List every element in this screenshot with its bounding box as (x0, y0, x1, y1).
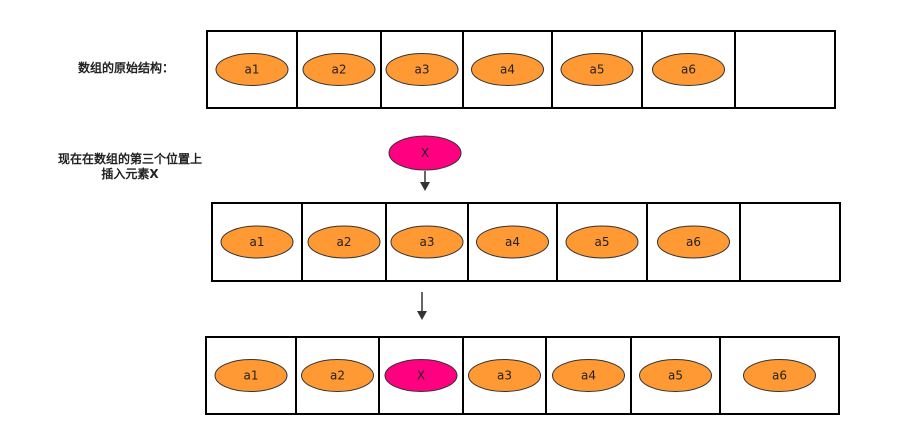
insert-element-node (388, 135, 462, 171)
element-node (565, 225, 639, 259)
element-label: a4 (505, 235, 520, 249)
element-node (302, 53, 376, 86)
label-insert-line-2: 插入元素X (101, 167, 159, 181)
element-label: a2 (332, 63, 347, 77)
array-row-2 (211, 202, 841, 282)
element-node (471, 53, 544, 86)
element-label: a4 (500, 63, 515, 77)
element-label: a5 (668, 369, 683, 383)
arrow-down-2-head (417, 311, 427, 320)
element-node (468, 359, 541, 392)
element-label: a2 (337, 235, 352, 249)
element-label: a3 (415, 63, 430, 77)
element-label: a3 (420, 235, 435, 249)
array-row-3 (205, 336, 840, 415)
element-label: a5 (595, 235, 610, 249)
element-label: a4 (581, 369, 596, 383)
element-node (743, 359, 816, 392)
element-label: a6 (772, 369, 787, 383)
element-label: a6 (681, 63, 696, 77)
element-node (476, 225, 549, 259)
element-label: a1 (250, 235, 265, 249)
element-node (385, 53, 459, 86)
element-label: a5 (590, 63, 605, 77)
array-row-1 (206, 30, 836, 109)
element-node (215, 53, 289, 86)
insert-element-label: X (421, 146, 429, 160)
element-label: a6 (686, 235, 701, 249)
element-node (301, 359, 374, 392)
element-node (220, 225, 294, 259)
element-node (384, 359, 458, 392)
element-node (307, 225, 381, 259)
element-label: a1 (245, 63, 260, 77)
element-node (214, 359, 288, 392)
element-node (552, 359, 625, 392)
element-label: X (417, 369, 425, 383)
element-node (390, 225, 464, 259)
element-node (652, 53, 725, 86)
arrow-down-1-head (420, 182, 430, 191)
element-label: a1 (244, 369, 259, 383)
label-insert-line-1: 现在在数组的第三个位置上 (57, 152, 202, 166)
element-label: a2 (330, 369, 345, 383)
element-node (560, 53, 634, 86)
label-original-structure: 数组的原始结构： (77, 61, 174, 75)
element-node (657, 225, 730, 259)
element-label: a3 (497, 369, 512, 383)
element-node (639, 359, 712, 392)
